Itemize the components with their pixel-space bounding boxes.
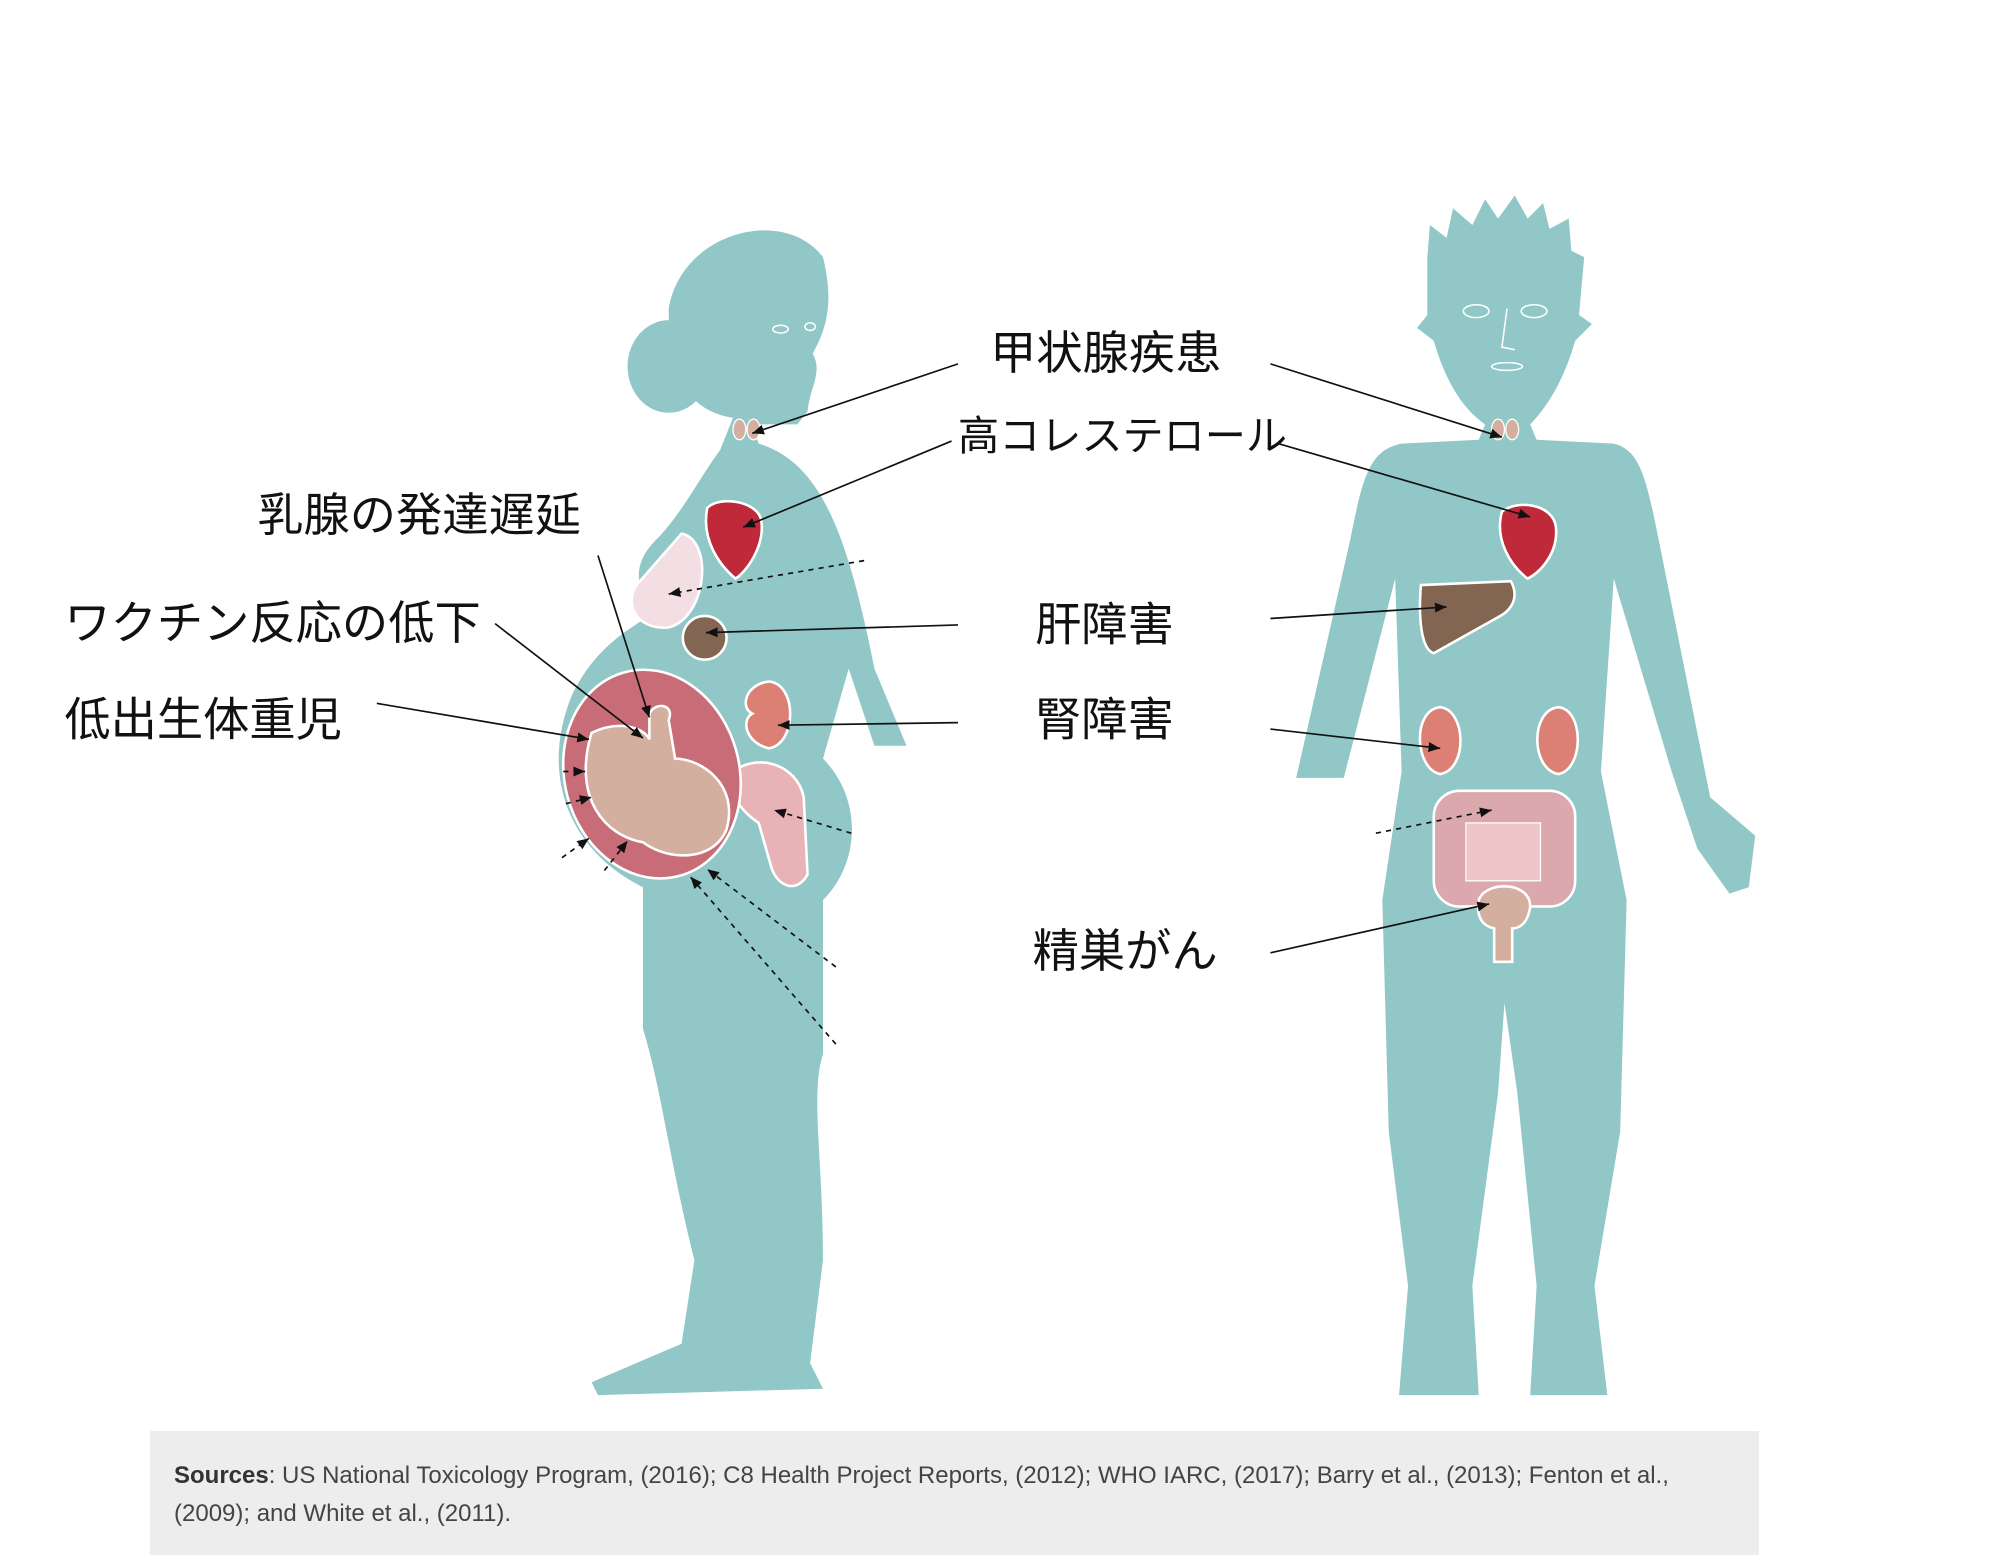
label-vaccine-response: ワクチン反応の低下 — [64, 596, 480, 650]
fetus — [584, 704, 731, 857]
kidney-man-left — [1418, 705, 1462, 776]
testes — [1476, 885, 1532, 964]
face-icon — [1462, 303, 1548, 372]
label-kidney-damage: 腎障害 — [1035, 692, 1174, 746]
label-low-birth-weight: 低出生体重児 — [64, 692, 342, 746]
small-intestine — [1465, 822, 1542, 882]
heart-man — [1498, 503, 1558, 581]
breast-tissue — [630, 532, 704, 629]
label-testicular-cancer: 精巣がん — [1033, 924, 1218, 978]
label-thyroid-disease: 甲状腺疾患 — [990, 326, 1221, 380]
kidney-man-right — [1536, 705, 1579, 776]
label-liver-damage: 肝障害 — [1035, 597, 1174, 651]
sources-heading: Sources — [174, 1462, 269, 1489]
leader-lines — [376, 363, 1531, 954]
exposure-dashed-lines — [561, 559, 1492, 1045]
label-mammary-delay: 乳腺の発達遅延 — [257, 488, 581, 542]
eye-icon — [772, 321, 817, 334]
label-high-cholesterol: 高コレステロール — [958, 412, 1287, 460]
liver-man — [1418, 579, 1516, 655]
sources-box: Sources: US National Toxicology Program,… — [150, 1431, 1759, 1555]
kidney-woman — [744, 680, 792, 750]
sources-text: : US National Toxicology Program, (2016)… — [174, 1462, 1669, 1527]
liver-woman — [681, 614, 728, 661]
